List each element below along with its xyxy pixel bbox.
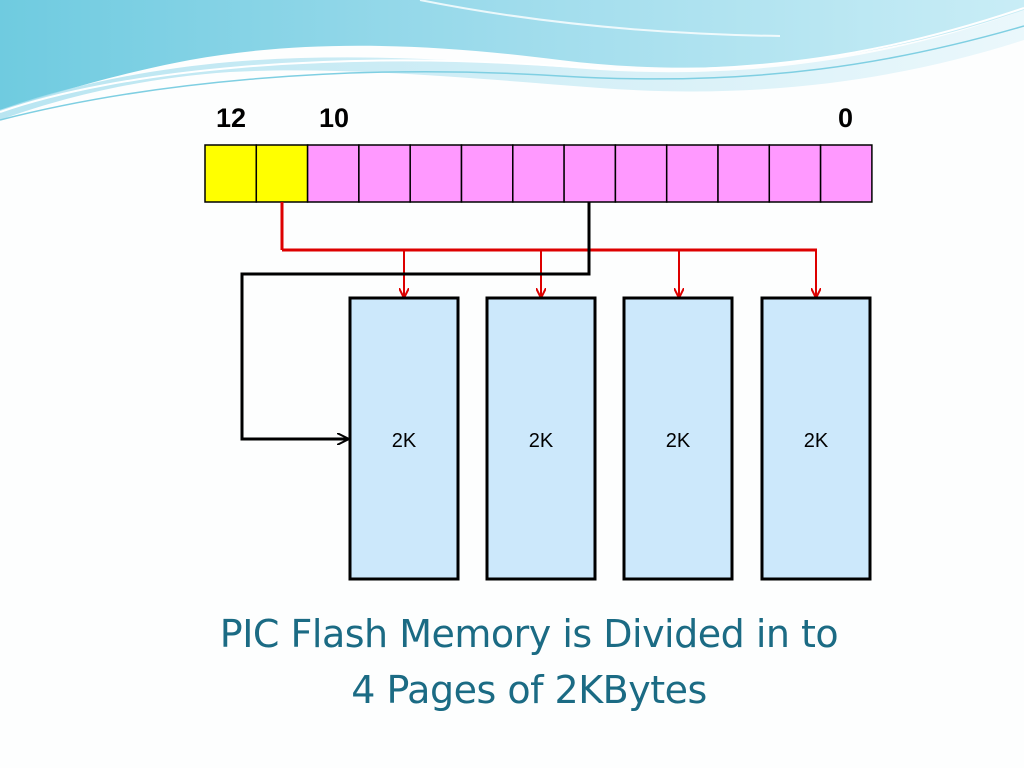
page-1-label: 2K bbox=[392, 430, 417, 452]
page-2-label: 2K bbox=[529, 430, 554, 452]
caption-line-1: PIC Flash Memory is Divided in to bbox=[219, 612, 839, 656]
page-1: 2K bbox=[348, 296, 460, 581]
register-bit-2 bbox=[717, 144, 771, 203]
page-select-arrows bbox=[280, 202, 817, 297]
caption-line-2: 4 Pages of 2KBytes bbox=[351, 668, 707, 712]
register-bit-3 bbox=[665, 144, 719, 203]
register-bit-1 bbox=[768, 144, 822, 203]
register-bit-11 bbox=[255, 144, 309, 203]
decorative-wave-header bbox=[0, 0, 1024, 121]
page-2: 2K bbox=[485, 296, 597, 581]
page-4: 2K bbox=[760, 296, 872, 581]
register-bit-4 bbox=[614, 144, 668, 203]
slide-caption: PIC Flash Memory is Divided in to 4 Page… bbox=[0, 606, 1024, 718]
bit-label-12: 12 bbox=[216, 103, 247, 133]
page-3-label: 2K bbox=[666, 430, 691, 452]
register-bit-12 bbox=[204, 144, 258, 203]
bit-label-0: 0 bbox=[838, 103, 854, 133]
register-bit-9 bbox=[358, 144, 411, 203]
register-bit-7 bbox=[460, 144, 514, 203]
address-register bbox=[204, 144, 873, 203]
page-4-label: 2K bbox=[804, 430, 829, 452]
register-bit-10 bbox=[306, 144, 360, 203]
flash-page-diagram: 2K 2K 2K 2K bbox=[204, 144, 873, 581]
register-bit-5 bbox=[563, 144, 617, 203]
page-3: 2K bbox=[622, 296, 734, 581]
register-bit-0 bbox=[819, 144, 873, 203]
bit-label-10: 10 bbox=[319, 103, 350, 133]
address-offset-arrow bbox=[240, 202, 591, 439]
register-bit-6 bbox=[512, 144, 565, 203]
register-bit-8 bbox=[409, 144, 463, 203]
